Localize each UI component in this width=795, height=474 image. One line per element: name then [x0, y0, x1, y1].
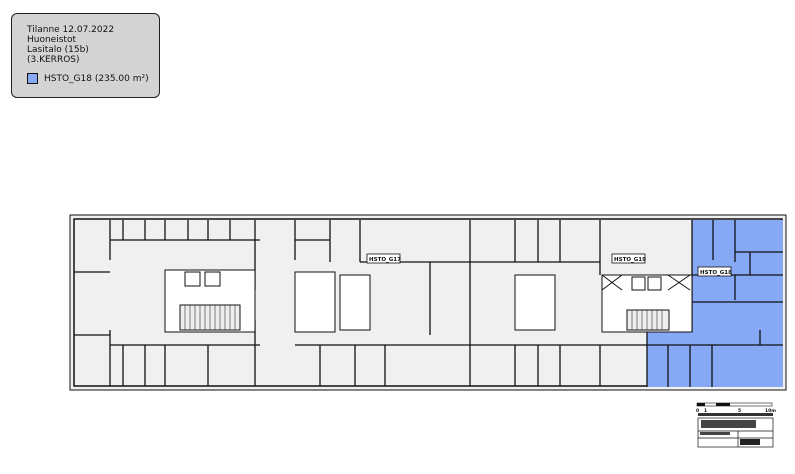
- svg-text:1: 1: [704, 408, 707, 414]
- core-west: [164, 269, 256, 333]
- svg-text:HSTO_G19: HSTO_G19: [614, 257, 646, 263]
- legend-item-label: HSTO_G18 (235.00 m²): [44, 73, 149, 84]
- scale-bar: 0 1 5 10m: [696, 402, 776, 414]
- svg-text:10m: 10m: [765, 408, 776, 414]
- core-east: [601, 274, 693, 333]
- legend-swatch: [27, 73, 38, 84]
- svg-text:5: 5: [738, 408, 741, 414]
- legend-box: Tilanne 12.07.2022 Huoneistot Lasitalo (…: [11, 13, 160, 98]
- title-block: [697, 413, 774, 448]
- wc-blocks: [294, 271, 556, 333]
- legend-date: Tilanne 12.07.2022: [27, 25, 115, 35]
- unit-tag-hsto-g18[interactable]: HSTO_G18: [697, 266, 732, 277]
- unit-tag-hsto-g17[interactable]: HSTO_G17: [366, 253, 401, 264]
- legend-item[interactable]: HSTO_G18 (235.00 m²): [27, 73, 159, 84]
- walls: [74, 220, 783, 387]
- svg-text:0: 0: [696, 408, 699, 414]
- svg-text:HSTO_G18: HSTO_G18: [700, 270, 732, 276]
- legend-category: Huoneistot: [27, 35, 76, 45]
- svg-text:HSTO_G17: HSTO_G17: [369, 257, 401, 263]
- unit-tag-hsto-g19[interactable]: HSTO_G19: [611, 253, 646, 264]
- legend-building: Lasitalo (15b): [27, 45, 89, 55]
- legend-floor: (3.KERROS): [27, 55, 80, 65]
